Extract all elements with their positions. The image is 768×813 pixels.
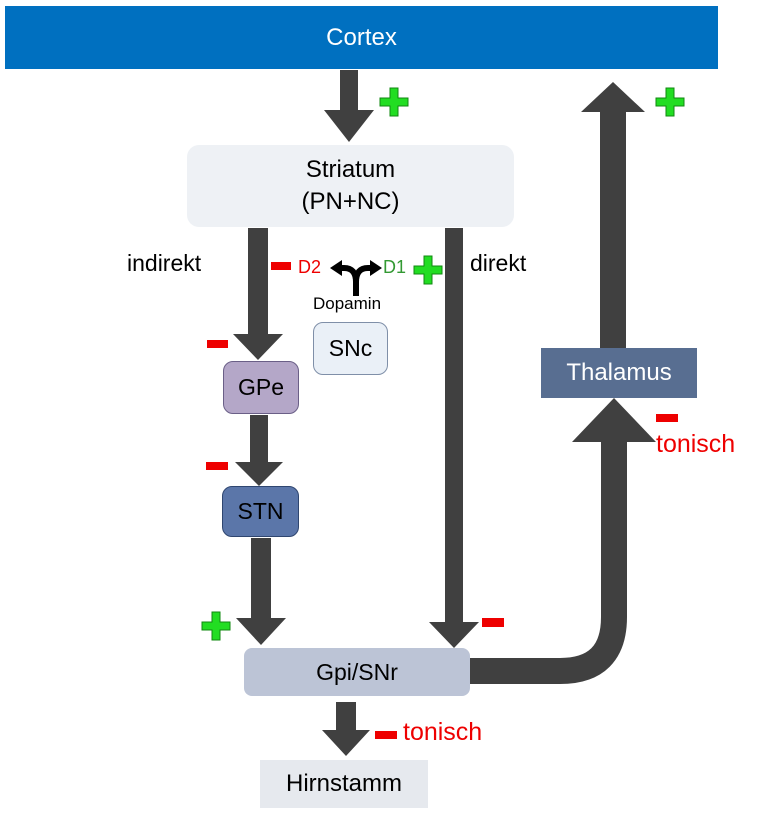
gpi-box: Gpi/SNr <box>244 648 470 696</box>
d2-label: D2 <box>298 257 322 277</box>
striatum-label: Striatum <box>305 156 396 183</box>
thalamus-label: Thalamus <box>566 359 672 386</box>
plus-icon <box>201 611 231 641</box>
direkt-label: direkt <box>470 250 527 276</box>
minus-icon <box>375 731 397 739</box>
minus-icon <box>206 462 228 470</box>
dopamine-arrow-right <box>370 260 382 276</box>
thalamus-box: Thalamus <box>541 348 697 398</box>
cortex-box: Cortex <box>5 6 718 69</box>
dopamine-arrow-left <box>330 260 342 276</box>
snc-box: SNc <box>313 322 388 375</box>
plus-icon <box>413 255 443 285</box>
dopamine-fork <box>340 265 372 296</box>
hirnstamm-label: Hirnstamm <box>285 770 402 797</box>
gpi-label: Gpi/SNr <box>316 658 398 685</box>
arrow-gpe-stn <box>235 415 283 486</box>
striatum-box: Striatum (PN+NC) <box>187 145 514 227</box>
plus-icon <box>655 87 685 117</box>
gpe-box: GPe <box>223 361 299 414</box>
minus-icon <box>482 618 504 627</box>
arrow-gpi-hirnstamm <box>322 702 370 756</box>
minus-icon <box>271 262 291 270</box>
tonisch-hirnstamm-label: tonisch <box>403 718 483 746</box>
indirekt-label: indirekt <box>127 250 202 276</box>
tonisch-thalamus-label: tonisch <box>656 430 736 458</box>
minus-icon <box>656 414 678 422</box>
arrow-stn-gpi <box>236 538 286 645</box>
plus-icon <box>379 87 409 117</box>
hirnstamm-box: Hirnstamm <box>260 760 428 808</box>
arrow-thalamus-cortex <box>581 82 645 348</box>
arrow-striatum-gpe <box>233 228 283 360</box>
d1-label: D1 <box>383 257 407 277</box>
stn-label: STN <box>237 498 284 524</box>
cortex-label: Cortex <box>326 23 397 51</box>
arrow-cortex-striatum <box>324 70 374 142</box>
dopamin-label: Dopamin <box>313 294 382 313</box>
striatum-sublabel: (PN+NC) <box>301 188 400 215</box>
arrow-gpi-thalamus-head <box>572 398 656 442</box>
stn-box: STN <box>222 486 299 537</box>
arrow-striatum-gpi-direct <box>429 228 479 648</box>
snc-label: SNc <box>328 335 373 361</box>
gpe-label: GPe <box>237 374 285 400</box>
minus-icon <box>207 340 228 348</box>
arrow-gpi-thalamus <box>470 440 627 684</box>
